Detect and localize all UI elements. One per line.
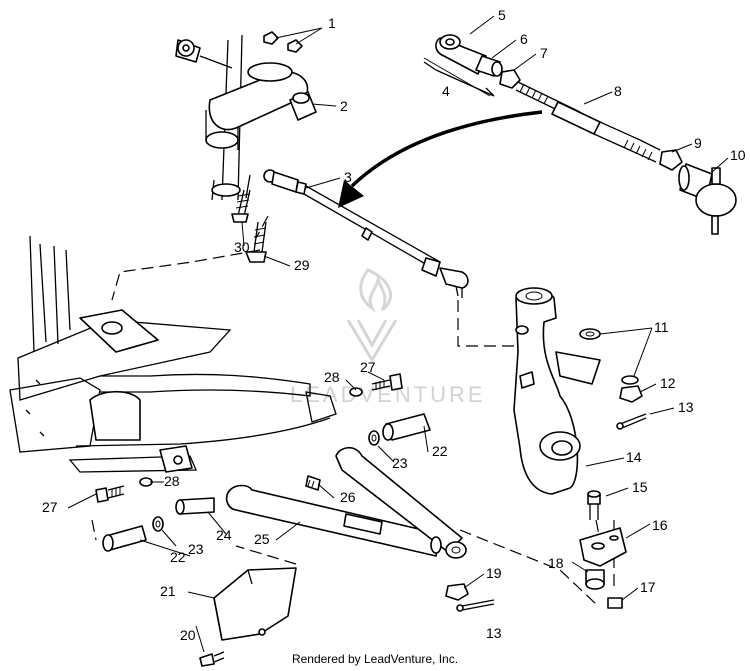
callout-2: 2 <box>340 98 348 114</box>
guard-21 <box>213 567 297 641</box>
callout-13a: 13 <box>678 399 694 415</box>
callout-27-lower: 27 <box>42 499 58 515</box>
cotter-pin-13b <box>456 599 495 612</box>
callout-24: 24 <box>216 527 232 543</box>
a-arm-25 <box>225 446 467 559</box>
callout-5: 5 <box>498 7 506 23</box>
leader-lines <box>67 15 729 653</box>
callout-22-lower: 22 <box>170 549 186 565</box>
reference-arrow <box>338 110 543 208</box>
washer-11b <box>621 375 639 385</box>
frame <box>9 235 337 473</box>
callout-14: 14 <box>626 449 642 465</box>
ball-joint-stud <box>289 91 317 121</box>
callout-8: 8 <box>614 83 622 99</box>
callout-17: 17 <box>640 579 656 595</box>
callout-30: 30 <box>234 239 250 255</box>
bolt-17 <box>607 597 623 609</box>
washer-11a <box>579 328 601 340</box>
callouts: 1 2 3 4 5 6 7 8 9 10 11 12 13 14 15 16 1… <box>42 7 746 643</box>
callout-12: 12 <box>660 375 676 391</box>
ball-joint-18 <box>585 569 605 590</box>
callout-10: 10 <box>730 147 746 163</box>
callout-25: 25 <box>254 531 270 547</box>
callout-28-upper: 28 <box>324 369 340 385</box>
watermark-logo <box>346 268 398 363</box>
washer-23-upper <box>368 430 380 446</box>
spindle-knuckle-14 <box>513 287 601 495</box>
callout-7: 7 <box>540 45 548 61</box>
callout-21: 21 <box>160 583 176 599</box>
callout-28-lower: 28 <box>164 473 180 489</box>
callout-29: 29 <box>294 257 310 273</box>
callout-16: 16 <box>652 517 668 533</box>
nuts-1 <box>263 31 303 53</box>
callout-18: 18 <box>548 555 564 571</box>
grease-fitting-26 <box>305 475 321 491</box>
bolt-27-lower <box>95 485 125 503</box>
nut-19 <box>445 583 469 601</box>
rod-end-top <box>175 39 233 69</box>
callout-23-lower: 23 <box>188 541 204 557</box>
tie-rod-3 <box>263 169 469 298</box>
callout-15: 15 <box>632 479 648 495</box>
bolt-15 <box>587 490 601 520</box>
bushing-22-upper <box>382 413 431 441</box>
bolt-30 <box>231 189 251 223</box>
bolt-27-upper <box>371 373 403 391</box>
nut-12 <box>619 385 643 403</box>
callout-27-upper: 27 <box>360 359 376 375</box>
callout-22-upper: 22 <box>432 443 448 459</box>
rod-end-5-6 <box>435 34 503 77</box>
threaded-rod-8 <box>515 81 661 163</box>
callout-1: 1 <box>328 15 336 31</box>
pitman-arm <box>205 62 309 150</box>
callout-20: 20 <box>180 627 196 643</box>
bushing-24 <box>175 497 215 515</box>
footer-credit: Rendered by LeadVenture, Inc. <box>291 652 459 666</box>
callout-6: 6 <box>520 31 528 47</box>
washer-28-upper <box>349 387 363 397</box>
callout-23-upper: 23 <box>392 455 408 471</box>
callout-3: 3 <box>344 169 352 185</box>
washer-23-lower <box>152 516 164 532</box>
bolt-29 <box>245 221 267 263</box>
cotter-pin-13a <box>616 413 647 430</box>
bracket-4 <box>423 61 495 97</box>
ball-joint-plate-16 <box>579 527 627 567</box>
jam-nut-9 <box>659 149 683 171</box>
bushing-22-lower <box>102 525 147 552</box>
callout-9: 9 <box>694 135 702 151</box>
callout-19: 19 <box>486 565 502 581</box>
callout-26: 26 <box>340 489 356 505</box>
tie-rod-end-10 <box>678 163 737 235</box>
callout-11: 11 <box>654 319 669 335</box>
callout-4: 4 <box>442 83 450 99</box>
callout-13b: 13 <box>486 625 502 641</box>
bolt-20 <box>199 651 225 667</box>
jam-nut-7 <box>499 69 521 89</box>
